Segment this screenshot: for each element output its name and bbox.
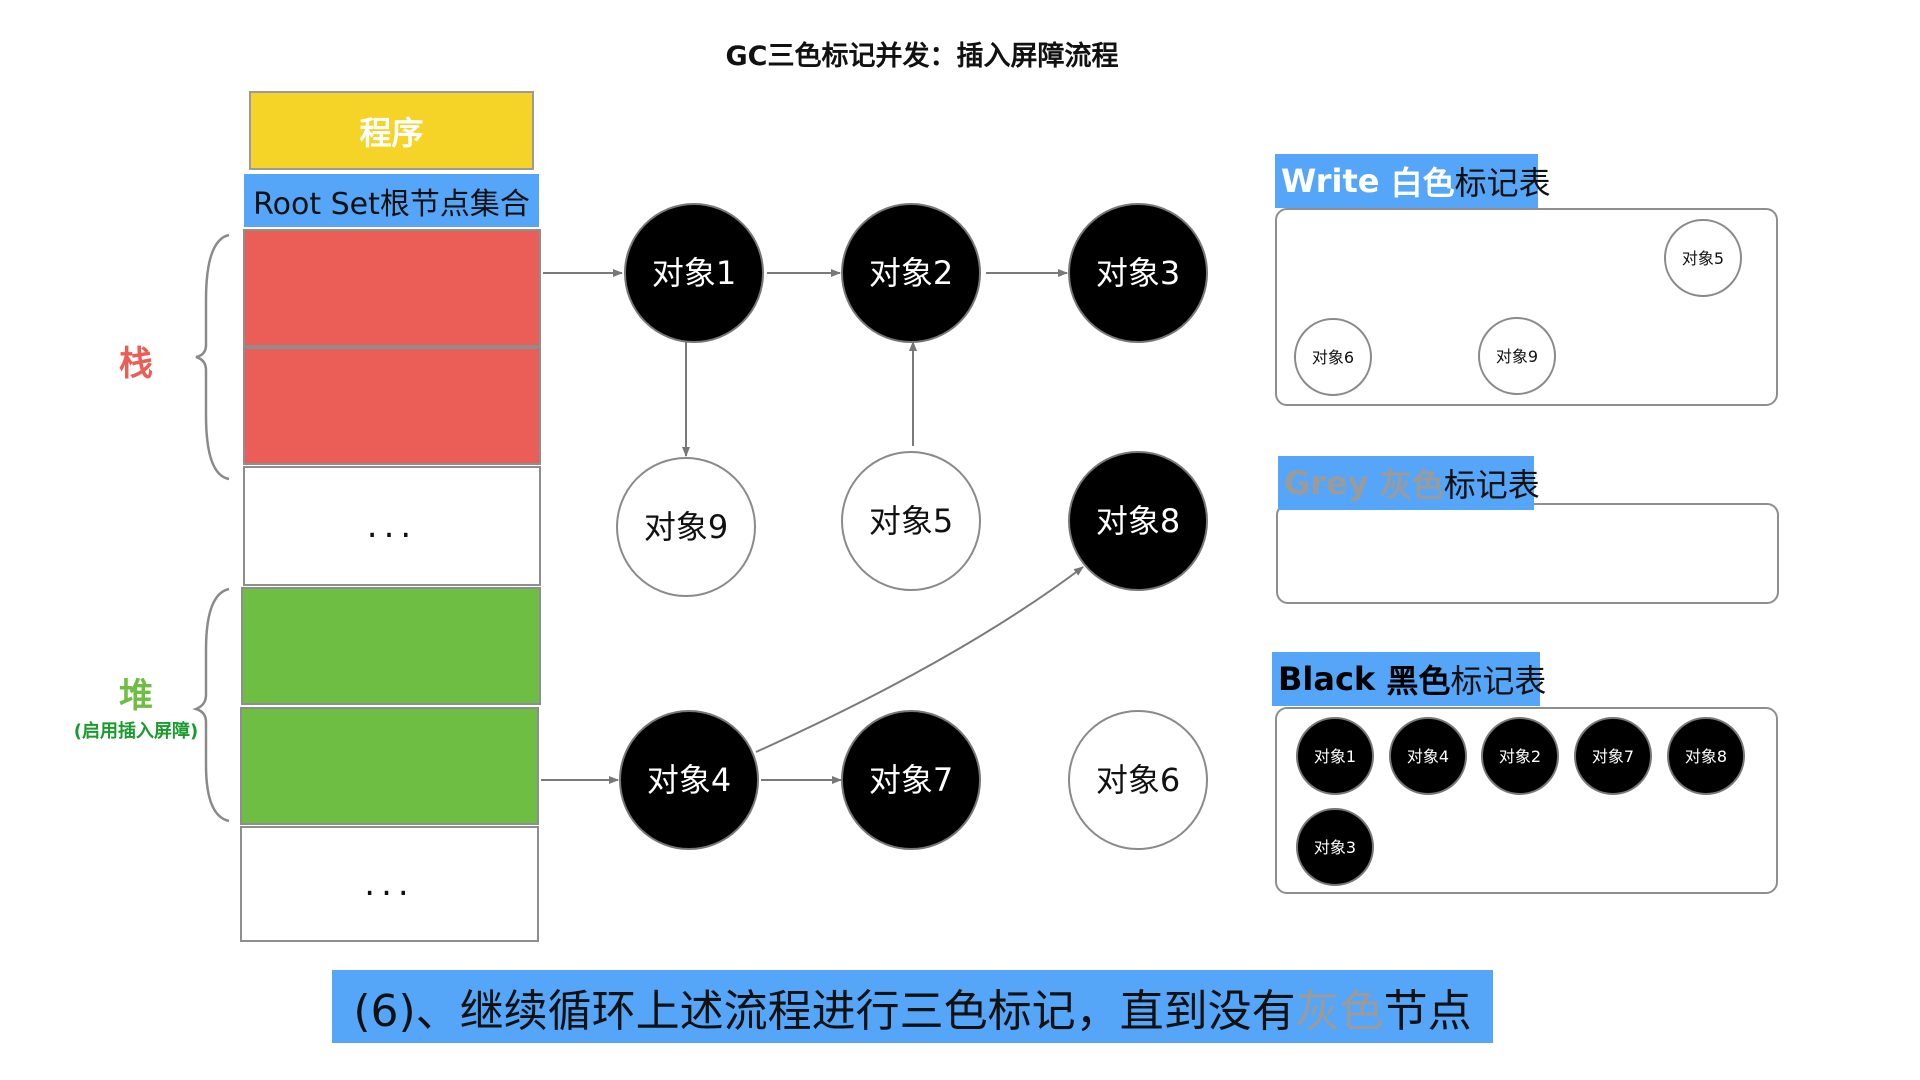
arrow-obj4-to-obj8 xyxy=(755,566,1084,753)
object-6-node: 对象6 xyxy=(1068,710,1208,850)
object-1-label: 对象1 xyxy=(652,254,736,292)
stack-slot-2 xyxy=(243,347,541,465)
black-title-suffix: 标记表 xyxy=(1450,662,1547,700)
object-2-label: 对象2 xyxy=(869,254,953,292)
object-4-node: 对象4 xyxy=(619,710,759,850)
object-5-label: 对象5 xyxy=(869,502,953,540)
caption-text: (6)、继续循环上述流程进行三色标记，直到没有 xyxy=(353,985,1296,1037)
black-title-color: 黑色 xyxy=(1386,662,1451,700)
object-6-label: 对象6 xyxy=(1096,761,1180,799)
black-table-title: Black 黑色标记表 xyxy=(1272,652,1546,706)
white-title-en: Write xyxy=(1281,162,1380,200)
black-title-en: Black xyxy=(1278,660,1376,698)
grey-title-en: Grey xyxy=(1284,464,1369,502)
object-3-label: 对象3 xyxy=(1096,254,1180,292)
root-set-label: Root Set根节点集合 xyxy=(244,174,539,227)
object-4-label: 对象4 xyxy=(647,761,731,799)
object-2-node: 对象2 xyxy=(841,203,981,343)
object-7-label: 对象7 xyxy=(869,761,953,799)
object-9-label: 对象9 xyxy=(644,508,728,546)
heap-note: (启用插入屏障) xyxy=(73,721,199,742)
caption-text-end: 节点 xyxy=(1383,985,1472,1037)
object-8-node: 对象8 xyxy=(1068,451,1208,591)
grey-title-suffix: 标记表 xyxy=(1443,466,1540,504)
page-title: GC三色标记并发：插入屏障流程 xyxy=(725,41,1119,72)
object-8-label: 对象8 xyxy=(1096,502,1180,540)
heap-slot-1 xyxy=(241,587,541,705)
stack-label: 栈 xyxy=(119,344,153,384)
grey-title-color: 灰色 xyxy=(1379,466,1444,504)
heap-brace xyxy=(192,587,230,823)
white-mark-table xyxy=(1275,208,1778,406)
white-title-color: 白色 xyxy=(1390,164,1455,202)
heap-ellipsis: ... xyxy=(240,826,539,942)
stack-ellipsis: ... xyxy=(243,466,541,586)
heap-slot-2 xyxy=(240,707,539,825)
caption-highlight: 灰色 xyxy=(1295,985,1384,1037)
object-5-node: 对象5 xyxy=(841,451,981,591)
object-3-node: 对象3 xyxy=(1068,203,1208,343)
step-caption: (6)、继续循环上述流程进行三色标记，直到没有灰色节点 xyxy=(332,970,1493,1043)
object-9-node: 对象9 xyxy=(616,457,756,597)
heap-label: 堆 xyxy=(119,676,153,716)
object-7-node: 对象7 xyxy=(841,710,981,850)
grey-table-title: Grey 灰色标记表 xyxy=(1278,456,1540,510)
white-title-suffix: 标记表 xyxy=(1454,164,1551,202)
program-box: 程序 xyxy=(249,91,534,170)
black-mark-table xyxy=(1275,707,1778,894)
stack-brace xyxy=(195,233,230,481)
white-table-title: Write 白色标记表 xyxy=(1275,154,1551,208)
grey-mark-table xyxy=(1276,503,1779,604)
object-1-node: 对象1 xyxy=(624,203,764,343)
stack-slot-1 xyxy=(243,229,541,347)
